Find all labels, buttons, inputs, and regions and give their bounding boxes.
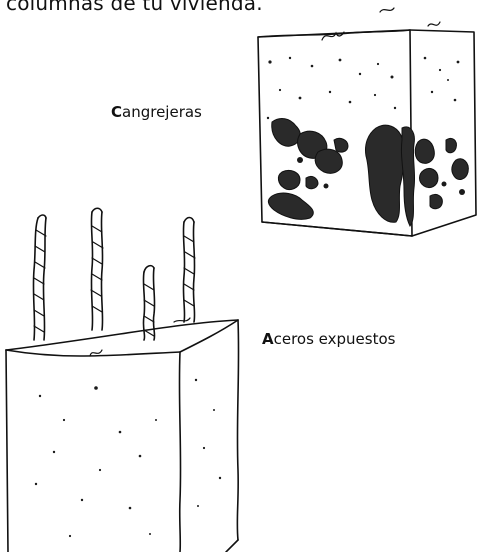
rebars	[33, 208, 195, 340]
honeycomb-speckles	[267, 57, 460, 120]
exposed-steel-column-drawing	[6, 208, 239, 552]
honeycomb-column-drawing	[258, 8, 476, 236]
honeycomb-voids-front	[268, 119, 348, 220]
steel-column-speckles	[35, 379, 221, 537]
honeycomb-voids-edge	[365, 125, 468, 226]
